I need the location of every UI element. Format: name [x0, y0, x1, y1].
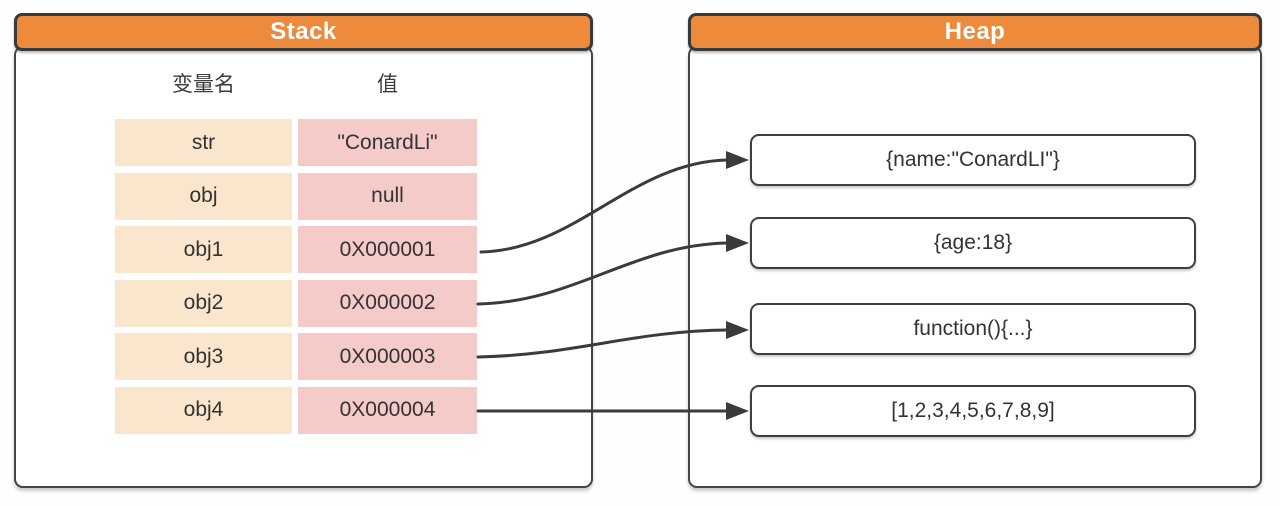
- stack-rows: str "ConardLi" obj null obj1 0X000001 ob…: [115, 119, 477, 434]
- heap-header: Heap: [688, 13, 1262, 51]
- var-value-cell: 0X000002: [298, 279, 477, 327]
- var-name-cell: obj3: [115, 333, 292, 380]
- stack-row-str: str "ConardLi": [115, 119, 477, 166]
- column-header-value: 值: [377, 73, 398, 96]
- stack-panel: Stack 变量名 值 str "ConardLi" obj null obj1…: [14, 13, 593, 488]
- stack-header: Stack: [14, 13, 593, 51]
- heap-object-age-18: {age:18}: [750, 217, 1196, 269]
- var-name-cell: obj1: [115, 226, 292, 273]
- stack-row-obj: obj null: [115, 172, 477, 220]
- var-value-cell: null: [298, 172, 477, 220]
- stack-row-obj1: obj1 0X000001: [115, 226, 477, 273]
- heap-object-array: [1,2,3,4,5,6,7,8,9]: [750, 385, 1196, 437]
- heap-title: Heap: [944, 18, 1006, 45]
- stack-title: Stack: [270, 18, 337, 45]
- var-value-cell: 0X000001: [298, 226, 477, 273]
- stack-row-obj4: obj4 0X000004: [115, 386, 477, 434]
- column-header-variable-name: 变量名: [172, 73, 235, 96]
- stack-row-obj3: obj3 0X000003: [115, 333, 477, 380]
- var-value-cell: 0X000004: [298, 386, 477, 434]
- heap-object-function: function(){...}: [750, 303, 1196, 355]
- var-name-cell: obj2: [115, 279, 292, 327]
- var-value-cell: "ConardLi": [298, 119, 477, 166]
- stack-row-obj2: obj2 0X000002: [115, 279, 477, 327]
- var-value-cell: 0X000003: [298, 333, 477, 380]
- heap-object-name-conardli: {name:"ConardLI"}: [750, 134, 1196, 186]
- var-name-cell: obj: [115, 172, 292, 220]
- var-name-cell: str: [115, 119, 292, 166]
- var-name-cell: obj4: [115, 386, 292, 434]
- heap-panel: Heap {name:"ConardLI"} {age:18} function…: [688, 13, 1262, 488]
